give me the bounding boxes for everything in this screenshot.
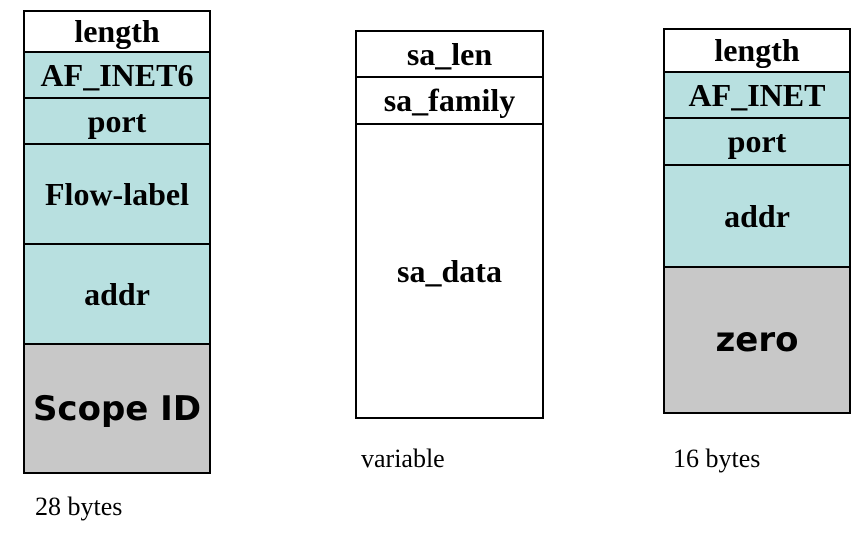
ipv6-field-length: length: [25, 12, 209, 53]
ipv4-field-family: AF_INET: [665, 73, 849, 119]
ipv4-field-port: port: [665, 119, 849, 166]
ipv6-field-family: AF_INET6: [25, 53, 209, 99]
ipv4-field-zero: zero: [665, 268, 849, 412]
ipv6-field-scope-id: Scope ID: [25, 345, 209, 472]
ipv4-field-addr: addr: [665, 166, 849, 268]
ipv6-field-flow-label: Flow-label: [25, 145, 209, 245]
ipv4-sockaddr-struct: length AF_INET port addr zero: [663, 28, 851, 414]
generic-size-caption: variable: [361, 444, 445, 473]
generic-field-sa-len: sa_len: [357, 32, 542, 78]
ipv4-field-length: length: [665, 30, 849, 73]
generic-field-sa-data: sa_data: [357, 125, 542, 417]
ipv6-field-addr: addr: [25, 245, 209, 345]
ipv6-field-port: port: [25, 99, 209, 145]
ipv6-sockaddr-struct: length AF_INET6 port Flow-label addr Sco…: [23, 10, 211, 474]
generic-sockaddr-struct: sa_len sa_family sa_data: [355, 30, 544, 419]
ipv4-size-caption: 16 bytes: [673, 444, 761, 473]
ipv6-size-caption: 28 bytes: [35, 492, 123, 521]
generic-field-sa-family: sa_family: [357, 78, 542, 125]
